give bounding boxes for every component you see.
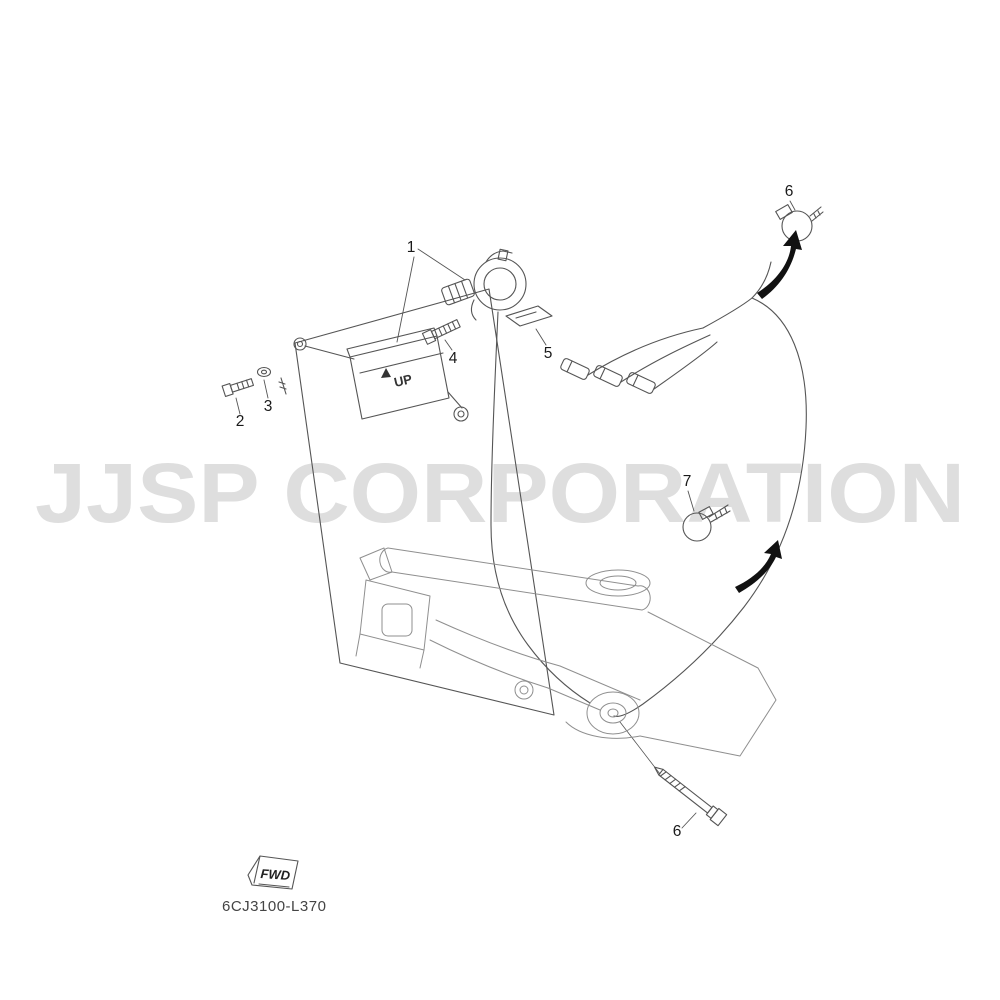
callout-4: 4 [449,350,458,367]
callout-labels: 1 2 3 4 5 6 7 6 [236,183,794,840]
watermark-text: JJSP CORPORATION [35,446,965,540]
trim-sensor [441,248,527,321]
screw-part6-bottom [654,766,728,827]
screw-axis-line [619,721,661,775]
mounting-panel-outline [294,288,555,716]
bolt-part2 [221,378,254,398]
wire-harness [560,261,807,717]
part-code: 6CJ3100-L370 [222,898,326,915]
callout-5: 5 [544,345,553,362]
callout-6-top: 6 [785,183,794,200]
install-arrow-middle [735,540,782,593]
bolt-part4 [421,319,461,345]
fwd-flag: FWD [247,855,299,890]
fwd-label: FWD [260,866,291,883]
hose-clamp-top [775,204,824,242]
callout-3: 3 [264,398,273,415]
callout-7: 7 [683,473,692,490]
sensor-cable [490,311,591,704]
switch-bracket: UP [293,327,469,422]
clip-part5 [505,305,553,327]
install-arrow-top [757,230,802,299]
washer-part3 [256,366,287,395]
engine-bracket-assembly [355,547,777,757]
callout-6-bottom: 6 [673,823,682,840]
callout-2: 2 [236,413,245,430]
up-label: UP [393,371,414,390]
cable-clamp-part7 [682,504,731,542]
up-arrow-icon [381,368,391,378]
callout-1: 1 [407,239,416,256]
callout-leaders [235,200,796,829]
